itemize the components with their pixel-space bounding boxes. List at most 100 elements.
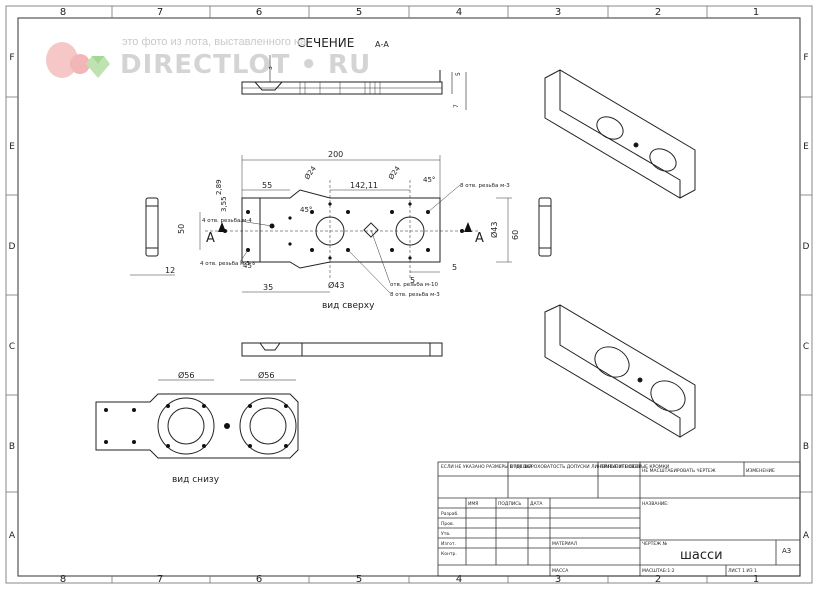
- bottom-view-caption: вид снизу: [172, 475, 220, 485]
- top-view-dimensions: [130, 155, 512, 293]
- front-view: [241, 342, 443, 357]
- tb-row-2: Утв.: [441, 531, 450, 537]
- dim-5b: 5: [410, 276, 415, 285]
- dim-55: 55: [262, 181, 272, 190]
- cut-arrows: [218, 222, 472, 232]
- bottom-view-holes: [104, 404, 288, 448]
- tb-row-3: Изгот.: [441, 541, 456, 547]
- dim-dia43-side: Ø43: [489, 222, 499, 238]
- row-label-B: B: [9, 442, 15, 452]
- row-label-F-right: F: [803, 53, 808, 63]
- tb-material: МАТЕРИАЛ: [552, 541, 577, 547]
- tb-drawing-no: ЧЕРТЕЖ №: [642, 541, 668, 547]
- squirrel-logo-icon: [46, 42, 110, 78]
- row-label-A: A: [9, 531, 16, 541]
- dim-7: 7: [453, 104, 460, 108]
- top-view-caption: вид сверху: [322, 301, 375, 311]
- dim-angle-45-b: 45°: [300, 206, 312, 214]
- tb-scale: МАСШТАБ:1:2: [642, 568, 675, 574]
- side-profiles: [145, 197, 552, 257]
- col-label-1-bottom: 1: [753, 574, 759, 585]
- note-thread-m10: отв. резьба м-10: [390, 282, 438, 288]
- title-block: [437, 461, 801, 577]
- col-label-1: 1: [753, 7, 759, 18]
- section-letters: А-А: [375, 40, 389, 49]
- note-thread-m3-right: 8 отв. резьба м-3: [460, 183, 510, 189]
- tb-col-date: ДАТА: [530, 501, 543, 507]
- dim-5-section: 5: [455, 72, 462, 76]
- col-label-6-bottom: 6: [256, 574, 262, 585]
- isometric-bottom: [544, 304, 696, 438]
- dim-angle-45-c: 45°: [243, 262, 255, 270]
- tb-not-scale: НЕ МАСШТАБИРОВАТЬ ЧЕРТЕЖ: [642, 468, 716, 474]
- tb-part-name: шасси: [680, 548, 723, 563]
- note-thread-m3-bottom: 8 отв. резьба м-3: [390, 292, 440, 298]
- dim-overall-length: 200: [328, 150, 343, 159]
- watermark-caption: это фото из лота, выставленного на: [122, 36, 307, 48]
- dim-12: 12: [165, 266, 175, 275]
- col-label-2-bottom: 2: [655, 574, 661, 585]
- dim-width-60: 60: [511, 230, 520, 240]
- col-label-4: 4: [456, 7, 462, 18]
- row-label-D-right: D: [803, 242, 810, 252]
- tb-row-4: Контр.: [441, 551, 457, 557]
- col-label-4-bottom: 4: [456, 574, 462, 585]
- row-label-B-right: B: [803, 442, 809, 452]
- top-view: [205, 180, 480, 280]
- dim-dia56-left: Ø56: [178, 370, 194, 380]
- dim-355: 3,55: [220, 196, 228, 212]
- cut-letter-left: А: [206, 231, 215, 246]
- row-label-C-right: C: [803, 342, 809, 352]
- row-label-C: C: [9, 342, 15, 352]
- row-label-E: E: [9, 142, 15, 152]
- row-label-F: F: [9, 53, 14, 63]
- tb-revision: ИЗМЕНЕНИЕ: [746, 468, 775, 474]
- bottom-view: [95, 379, 299, 459]
- dim-dia43-bottom: Ø43: [328, 280, 344, 290]
- tb-col-name: ИМЯ: [468, 501, 478, 507]
- dim-hole-spacing: 142,11: [350, 181, 378, 190]
- tb-weight: МАССА: [552, 568, 569, 574]
- dim-dia24-right: Ø24: [387, 164, 402, 181]
- row-label-A-right: A: [803, 531, 810, 541]
- isometric-top: [544, 69, 696, 199]
- col-label-7: 7: [157, 7, 163, 18]
- dim-3: 3: [267, 66, 274, 70]
- tb-col-sign: ПОДПИСЬ: [498, 501, 521, 507]
- col-label-8-bottom: 8: [60, 574, 66, 585]
- dim-angle-45-a: 45°: [423, 176, 435, 184]
- note-thread-m4: 4 отв. резьба м-4: [202, 218, 252, 224]
- tb-edges: ПРИТУПИТЬ ОСТРЫЕ КРОМКИ: [600, 464, 669, 470]
- dim-289: 2,89: [215, 179, 223, 195]
- cut-letter-right: А: [475, 231, 484, 246]
- tb-format: А3: [782, 547, 791, 555]
- col-label-2: 2: [655, 7, 661, 18]
- col-label-8: 8: [60, 7, 66, 18]
- section-title: СЕЧЕНИЕ: [297, 36, 354, 50]
- zone-ticks: [6, 6, 812, 583]
- tb-row-1: Пров.: [441, 521, 454, 527]
- tb-finish: ОТДЕЛКА: [510, 464, 533, 470]
- tb-row-0: Разраб.: [441, 511, 459, 517]
- row-label-E-right: E: [803, 142, 809, 152]
- note-thread-m3-left: 4 отв. резьба м-3: [200, 261, 250, 267]
- dim-dia24-left: Ø24: [303, 164, 318, 181]
- col-label-6: 6: [256, 7, 262, 18]
- col-label-3-bottom: 3: [555, 574, 561, 585]
- col-label-5: 5: [356, 7, 362, 18]
- dim-width-50: 50: [177, 224, 186, 234]
- col-label-5-bottom: 5: [356, 574, 362, 585]
- row-label-D: D: [9, 242, 16, 252]
- tb-name-label: НАЗВАНИЕ:: [642, 501, 669, 507]
- section-view: [241, 55, 467, 110]
- leader-lines: [239, 184, 461, 294]
- dim-35: 35: [263, 283, 273, 292]
- col-label-3: 3: [555, 7, 561, 18]
- tb-left-notes: ЕСЛИ НЕ УКАЗАНО РАЗМЕРЫ В ММ ШЕРОХОВАТОС…: [441, 463, 642, 470]
- col-label-7-bottom: 7: [157, 574, 163, 585]
- watermark-brand: DIRECTLOT • RU: [120, 50, 372, 80]
- dim-dia56-right: Ø56: [258, 370, 274, 380]
- tb-sheet: ЛИСТ 1 ИЗ 1: [728, 568, 757, 574]
- dim-5a: 5: [452, 263, 457, 272]
